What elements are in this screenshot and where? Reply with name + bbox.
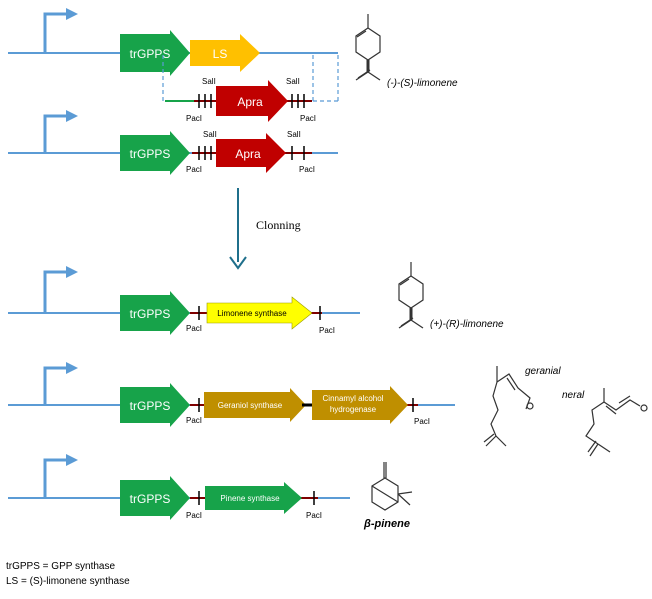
site-marks-left [198, 146, 212, 160]
apra-gene: Apra [216, 133, 286, 173]
paci-label-right: PacI [414, 417, 430, 426]
paci-label-left: PacI [186, 511, 202, 520]
site-marks-left [198, 94, 212, 108]
sall-label-left: SalI [202, 77, 216, 86]
neral-structure-icon [585, 388, 648, 457]
trgpps-label: trGPPS [130, 399, 171, 413]
geranial-structure-icon [483, 366, 534, 447]
sall-label-right: SalI [287, 130, 301, 139]
paci-label-right: PacI [319, 326, 335, 335]
cinnamyl-label-line2: hydrogenase [330, 405, 377, 414]
paci-label-left: PacI [186, 324, 202, 333]
b-pinene-label: β-pinene [363, 518, 410, 530]
trgpps-gene: trGPPS [120, 30, 190, 76]
trgpps-label: trGPPS [130, 492, 171, 506]
r-limonene-structure-icon [398, 262, 424, 329]
paci-label-left: PacI [186, 165, 202, 174]
paci-label-right: PacI [300, 114, 316, 123]
s-limonene-structure-icon [355, 14, 381, 81]
promoter-arrow-icon [43, 110, 78, 153]
paci-label-right: PacI [299, 165, 315, 174]
trgpps-gene: trGPPS [120, 383, 190, 427]
geranial-label: geranial [525, 366, 561, 377]
construct-3: trGPPS Apra SalI SalI PacI PacI [8, 110, 338, 175]
trgpps-gene: trGPPS [120, 291, 190, 335]
promoter-arrow-icon [43, 8, 78, 53]
legend-line-1: trGPPS = GPP synthase [6, 561, 115, 572]
cloning-label: Clonning [256, 218, 301, 232]
sall-label-left: SalI [203, 130, 217, 139]
recombination-dashed-lines [162, 55, 339, 102]
limonene-synthase-label: Limonene synthase [217, 309, 287, 318]
pinene-synthase-label: Pinene synthase [220, 494, 280, 503]
geraniol-synthase-gene: Geraniol synthase [204, 388, 306, 422]
sall-label-right: SalI [286, 77, 300, 86]
promoter-arrow-icon [43, 454, 78, 498]
cinnamyl-alcohol-dehydrogenase-gene: Cinnamyl alcohol hydrogenase [312, 386, 408, 424]
paci-label-right: PacI [306, 511, 322, 520]
construct-5: trGPPS Geraniol synthase Cinnamyl alcoho… [8, 362, 455, 427]
pinene-synthase-gene: Pinene synthase [205, 482, 302, 514]
b-pinene-structure-icon [371, 462, 413, 511]
promoter-arrow-icon [43, 266, 78, 313]
apra-label: Apra [235, 147, 261, 161]
geraniol-synthase-label: Geraniol synthase [218, 401, 283, 410]
construct-2: Apra SalI SalI PacI PacI [165, 77, 316, 123]
limonene-synthase-gene: Limonene synthase [206, 296, 313, 330]
construct-6: trGPPS Pinene synthase PacI PacI [8, 454, 350, 520]
trgpps-label: trGPPS [130, 47, 171, 61]
promoter-arrow-icon [43, 362, 78, 405]
s-limonene-label: (-)-(S)-limonene [387, 78, 458, 89]
site-marks-right [291, 94, 305, 108]
trgpps-label: trGPPS [130, 147, 171, 161]
site-marks-right [291, 146, 305, 160]
cloning-arrow: Clonning [229, 188, 301, 270]
r-limonene-label: (+)-(R)-limonene [430, 319, 504, 330]
trgpps-gene: trGPPS [120, 131, 190, 175]
construct-4: trGPPS Limonene synthase PacI PacI [8, 266, 360, 335]
neral-label: neral [562, 390, 585, 401]
trgpps-label: trGPPS [130, 307, 171, 321]
apra-label: Apra [237, 95, 263, 109]
paci-label-left: PacI [186, 114, 202, 123]
apra-gene: Apra [216, 80, 288, 122]
trgpps-gene: trGPPS [120, 476, 190, 520]
ls-label: LS [213, 47, 228, 61]
ls-gene: LS [190, 34, 260, 72]
cinnamyl-label-line1: Cinnamyl alcohol [323, 394, 384, 403]
construct-1: trGPPS LS [8, 8, 339, 102]
legend-line-2: LS = (S)-limonene synthase [6, 576, 130, 587]
paci-label-left: PacI [186, 416, 202, 425]
